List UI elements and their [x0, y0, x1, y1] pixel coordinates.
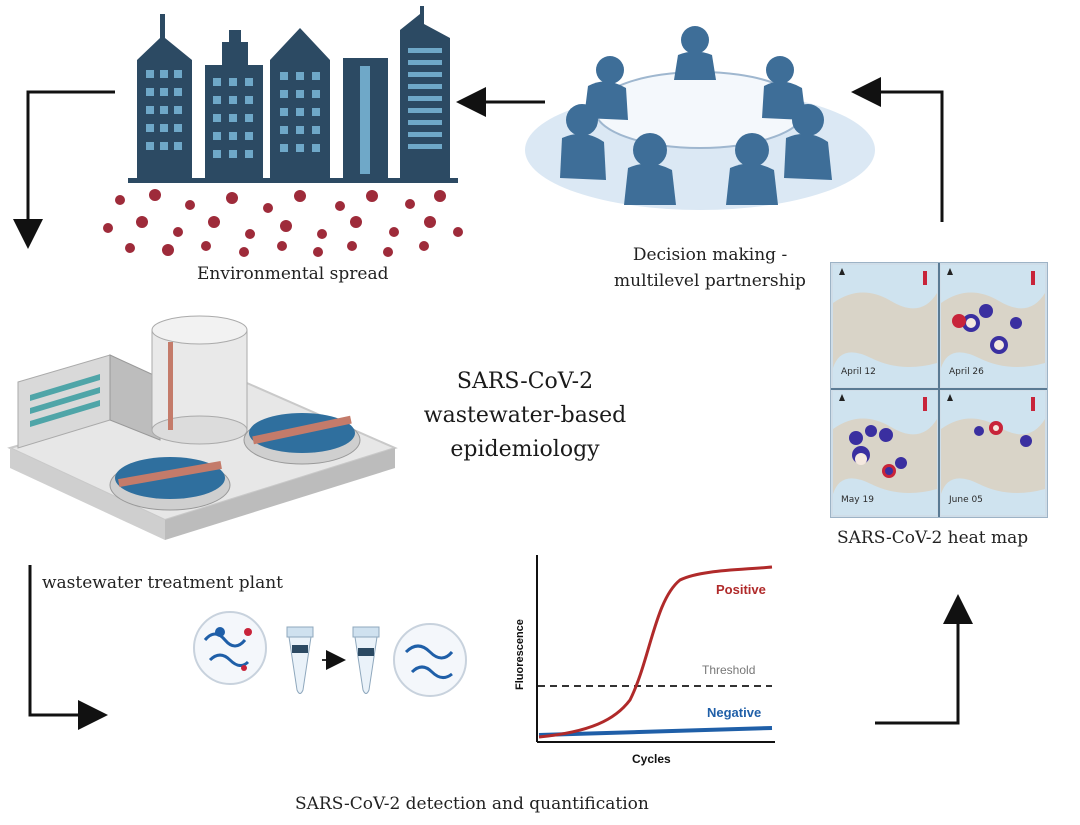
arrow-plant-to-detection	[28, 565, 108, 730]
legend-positive: Positive	[716, 582, 766, 597]
map-panel-date: June 05	[949, 495, 983, 505]
building-3	[270, 28, 330, 180]
person	[566, 104, 598, 136]
decision-making-label: Decision making - multilevel partnership	[600, 242, 820, 294]
hotspots-panel-4	[974, 421, 1032, 447]
sample-circle-left	[193, 611, 267, 685]
person	[681, 26, 709, 54]
arrow-detection-to-heatmap	[875, 594, 973, 725]
person	[792, 104, 824, 136]
decision-making-line2: multilevel partnership	[614, 271, 806, 291]
map-panel-4	[941, 391, 1045, 515]
tube-left	[286, 626, 314, 694]
arrow-spread-to-plant	[13, 90, 115, 249]
detection-label: SARS-CoV-2 detection and quantification	[295, 794, 649, 814]
arrow-heatmap-to-decision	[851, 77, 944, 222]
series-line-negative	[538, 726, 773, 737]
center-title-line2: wastewater-based	[423, 403, 627, 428]
clarifier-right	[243, 413, 361, 465]
legend-negative: Negative	[707, 705, 761, 720]
decision-making-line1: Decision making -	[632, 245, 788, 265]
heat-map-label: SARS-CoV-2 heat map	[837, 528, 1029, 548]
clarifier-left	[109, 457, 231, 511]
x-axis-label: Cycles	[632, 752, 671, 766]
virus-particles	[103, 189, 463, 257]
windows-b3	[280, 72, 320, 152]
person	[633, 133, 667, 167]
windows-b1	[146, 70, 182, 150]
person	[766, 56, 794, 84]
b4-stripe	[360, 66, 370, 174]
threshold-label: Threshold	[702, 663, 755, 677]
hotspots-panel-2	[952, 304, 1022, 354]
map-panel-date: April 12	[841, 367, 876, 377]
map-panel-1	[833, 265, 937, 387]
environmental-spread-label: Environmental spread	[197, 264, 389, 284]
center-title: SARS-CoV-2 wastewater-based epidemiology	[405, 365, 645, 467]
center-title-line3: epidemiology	[450, 437, 600, 462]
sample-circle-right	[393, 623, 467, 697]
series-line-positive	[538, 565, 773, 739]
map-panel-date: April 26	[949, 367, 984, 377]
person	[596, 56, 624, 84]
map-panel-2	[941, 265, 1045, 387]
building-1	[137, 14, 192, 180]
person	[735, 133, 769, 167]
map-panel-date: May 19	[841, 495, 874, 505]
windows-b2	[213, 78, 253, 158]
wwtp-label: wastewater treatment plant	[42, 573, 283, 593]
center-title-line1: SARS-CoV-2	[456, 369, 594, 394]
windows-b5	[408, 48, 442, 149]
y-axis-label: Fluorescence	[514, 619, 526, 690]
heat-map: April 12 April 26 May 19 June 05	[830, 262, 1048, 518]
tube-right	[352, 626, 380, 694]
heat-map-panels	[831, 263, 1047, 517]
plant-tank	[151, 315, 248, 445]
hotspots-panel-3	[849, 425, 907, 478]
